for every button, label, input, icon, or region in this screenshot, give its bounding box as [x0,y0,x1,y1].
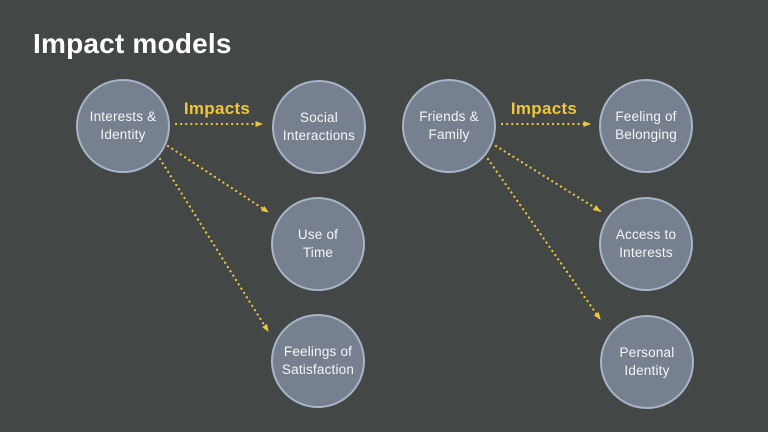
node-label: Feeling of Belonging [615,108,677,142]
node-use-of-time: Use of Time [271,197,365,291]
node-label: Feelings of Satisfaction [281,343,355,377]
node-social-interactions: Social Interactions [272,80,366,174]
arrow-friends-to-access [494,144,602,213]
page-title: Impact models [33,28,232,59]
node-label: Personal Identity [619,344,675,378]
node-feelings-of-satisfaction: Feelings of Satisfaction [271,314,365,408]
node-personal-identity: Personal Identity [600,315,694,409]
node-access-to-interests: Access to Interests [599,197,693,291]
node-friends-family: Friends & Family [402,79,496,173]
impacts-label-left: Impacts [183,99,251,118]
node-label: Social Interactions [282,109,356,143]
node-label: Use of Time [297,226,339,260]
arrow-friends-to-identity [486,157,602,321]
node-interests-identity: Interests & Identity [76,79,170,173]
node-label: Interests & Identity [89,108,157,142]
arrow-interests-to-time [166,144,270,214]
node-label: Access to Interests [615,226,677,260]
impacts-label-right: Impacts [510,99,578,118]
arrow-interests-to-satisfaction [158,157,270,333]
node-feeling-of-belonging: Feeling of Belonging [599,79,693,173]
node-label: Friends & Family [419,108,479,142]
